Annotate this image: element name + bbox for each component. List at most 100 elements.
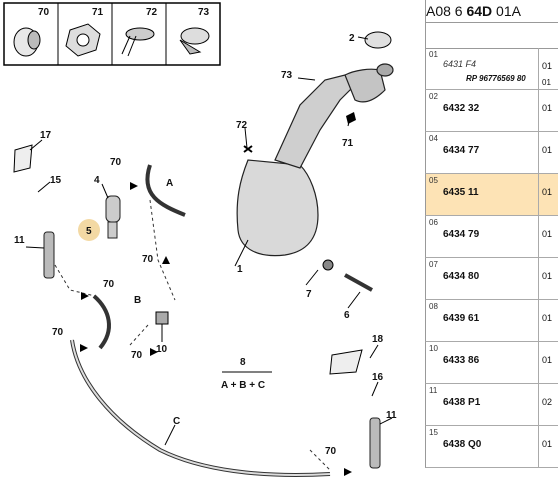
table-row[interactable]: 06 6434 79 01 (425, 216, 558, 258)
header-prefix: A08 6 (426, 3, 467, 19)
callout-17: 17 (40, 130, 52, 141)
callout-4: 4 (94, 175, 100, 186)
row-index: 10 (429, 344, 438, 353)
callout-11-left: 11 (14, 235, 25, 246)
callout-71: 71 (342, 138, 354, 149)
callout-a: A (166, 178, 173, 189)
row-index: 11 (429, 386, 438, 395)
hose-a (145, 164, 186, 217)
washer-nozzle-right (369, 417, 381, 469)
part-number: 6433 86 (443, 355, 480, 366)
callout-leaders (25, 77, 393, 446)
callout-70-d: 70 (52, 327, 64, 338)
quantity: 01 (542, 61, 553, 71)
quantity: 02 (542, 397, 553, 407)
nozzle-cover-right (329, 349, 363, 375)
part-number: 6439 61 (443, 313, 480, 324)
row-index: 07 (429, 260, 438, 269)
part-number: 6432 32 (443, 103, 480, 114)
reservoir-cap (364, 31, 392, 49)
column-divider (538, 258, 539, 300)
part-number: 6435 11 (443, 187, 479, 198)
legend-label-72: 72 (146, 7, 158, 18)
exploded-parts-diagram: 70 71 72 73 (3, 2, 397, 477)
screw-marker (243, 145, 253, 153)
diagram-reference-header: A08 6 64D 01A (425, 0, 558, 23)
legend-label-73: 73 (198, 7, 210, 18)
clip-icon (13, 27, 41, 57)
callout-70-a: 70 (110, 157, 122, 168)
callout-7: 7 (306, 289, 312, 300)
push-clip-icon (179, 27, 210, 55)
quantity: 01 (542, 439, 553, 449)
part-number: 6434 77 (443, 145, 480, 156)
quantity: 01 (542, 187, 553, 197)
callout-10: 10 (156, 344, 168, 355)
row-index: 02 (429, 92, 438, 101)
quantity: 01 (542, 229, 553, 239)
column-divider (538, 384, 539, 426)
callout-70-f: 70 (325, 446, 337, 457)
flow-arrows (80, 112, 356, 476)
quantity: 01 (542, 271, 553, 281)
callout-b: B (134, 295, 141, 306)
dashed-leaders (54, 199, 331, 471)
part-number: 6434 79 (443, 229, 480, 240)
callout-70-e: 70 (131, 350, 143, 361)
part-number: 6434 80 (443, 271, 480, 282)
quantity: 01 (542, 145, 553, 155)
washer-reservoir (236, 63, 394, 257)
table-row[interactable]: 04 6434 77 01 (425, 132, 558, 174)
quantity-secondary: 01 (542, 78, 551, 87)
callout-1: 1 (237, 264, 243, 275)
callout-11-right: 11 (386, 410, 397, 421)
washer-nozzle-left (43, 231, 55, 279)
column-divider (538, 426, 539, 468)
row-index: 06 (429, 218, 438, 227)
column-divider (538, 342, 539, 384)
callout-6: 6 (344, 310, 350, 321)
column-divider (538, 48, 539, 90)
row-index: 05 (429, 176, 438, 185)
callout-5[interactable]: 5 (86, 226, 92, 237)
part-number: 6431 F4 (443, 59, 477, 69)
callout-15: 15 (50, 175, 62, 186)
callout-16: 16 (372, 372, 384, 383)
column-divider (538, 132, 539, 174)
legend-label-70: 70 (38, 7, 50, 18)
hose-b (92, 294, 111, 350)
part-number: 6438 P1 (443, 397, 481, 408)
hose-connector (155, 311, 169, 325)
sensor-plug (344, 273, 373, 292)
callout-70-c: 70 (142, 254, 154, 265)
level-sensor (322, 259, 334, 271)
washer-pump (105, 195, 121, 239)
row-index: 15 (429, 428, 438, 437)
header-suffix: 01A (492, 3, 521, 19)
column-divider (538, 216, 539, 258)
quantity: 01 (542, 313, 553, 323)
callout-72: 72 (236, 120, 248, 131)
table-header-spacer (425, 23, 558, 49)
part-reference: RP 96776569 80 (466, 74, 526, 83)
column-divider (538, 90, 539, 132)
screw-icon (121, 27, 155, 57)
callout-2: 2 (349, 33, 355, 44)
hose-c (70, 339, 331, 477)
table-row[interactable]: 05 6435 11 01 (425, 174, 558, 216)
legend-label-71: 71 (92, 7, 104, 18)
selected-callout-highlight (78, 219, 100, 241)
row-index: 04 (429, 134, 438, 143)
assembly-formula: A + B + C (221, 380, 265, 391)
table-row[interactable]: 11 6438 P1 02 (425, 384, 558, 426)
column-divider (538, 300, 539, 342)
column-divider (538, 174, 539, 216)
callout-c: C (173, 416, 180, 427)
table-row[interactable]: 07 6434 80 01 (425, 258, 558, 300)
